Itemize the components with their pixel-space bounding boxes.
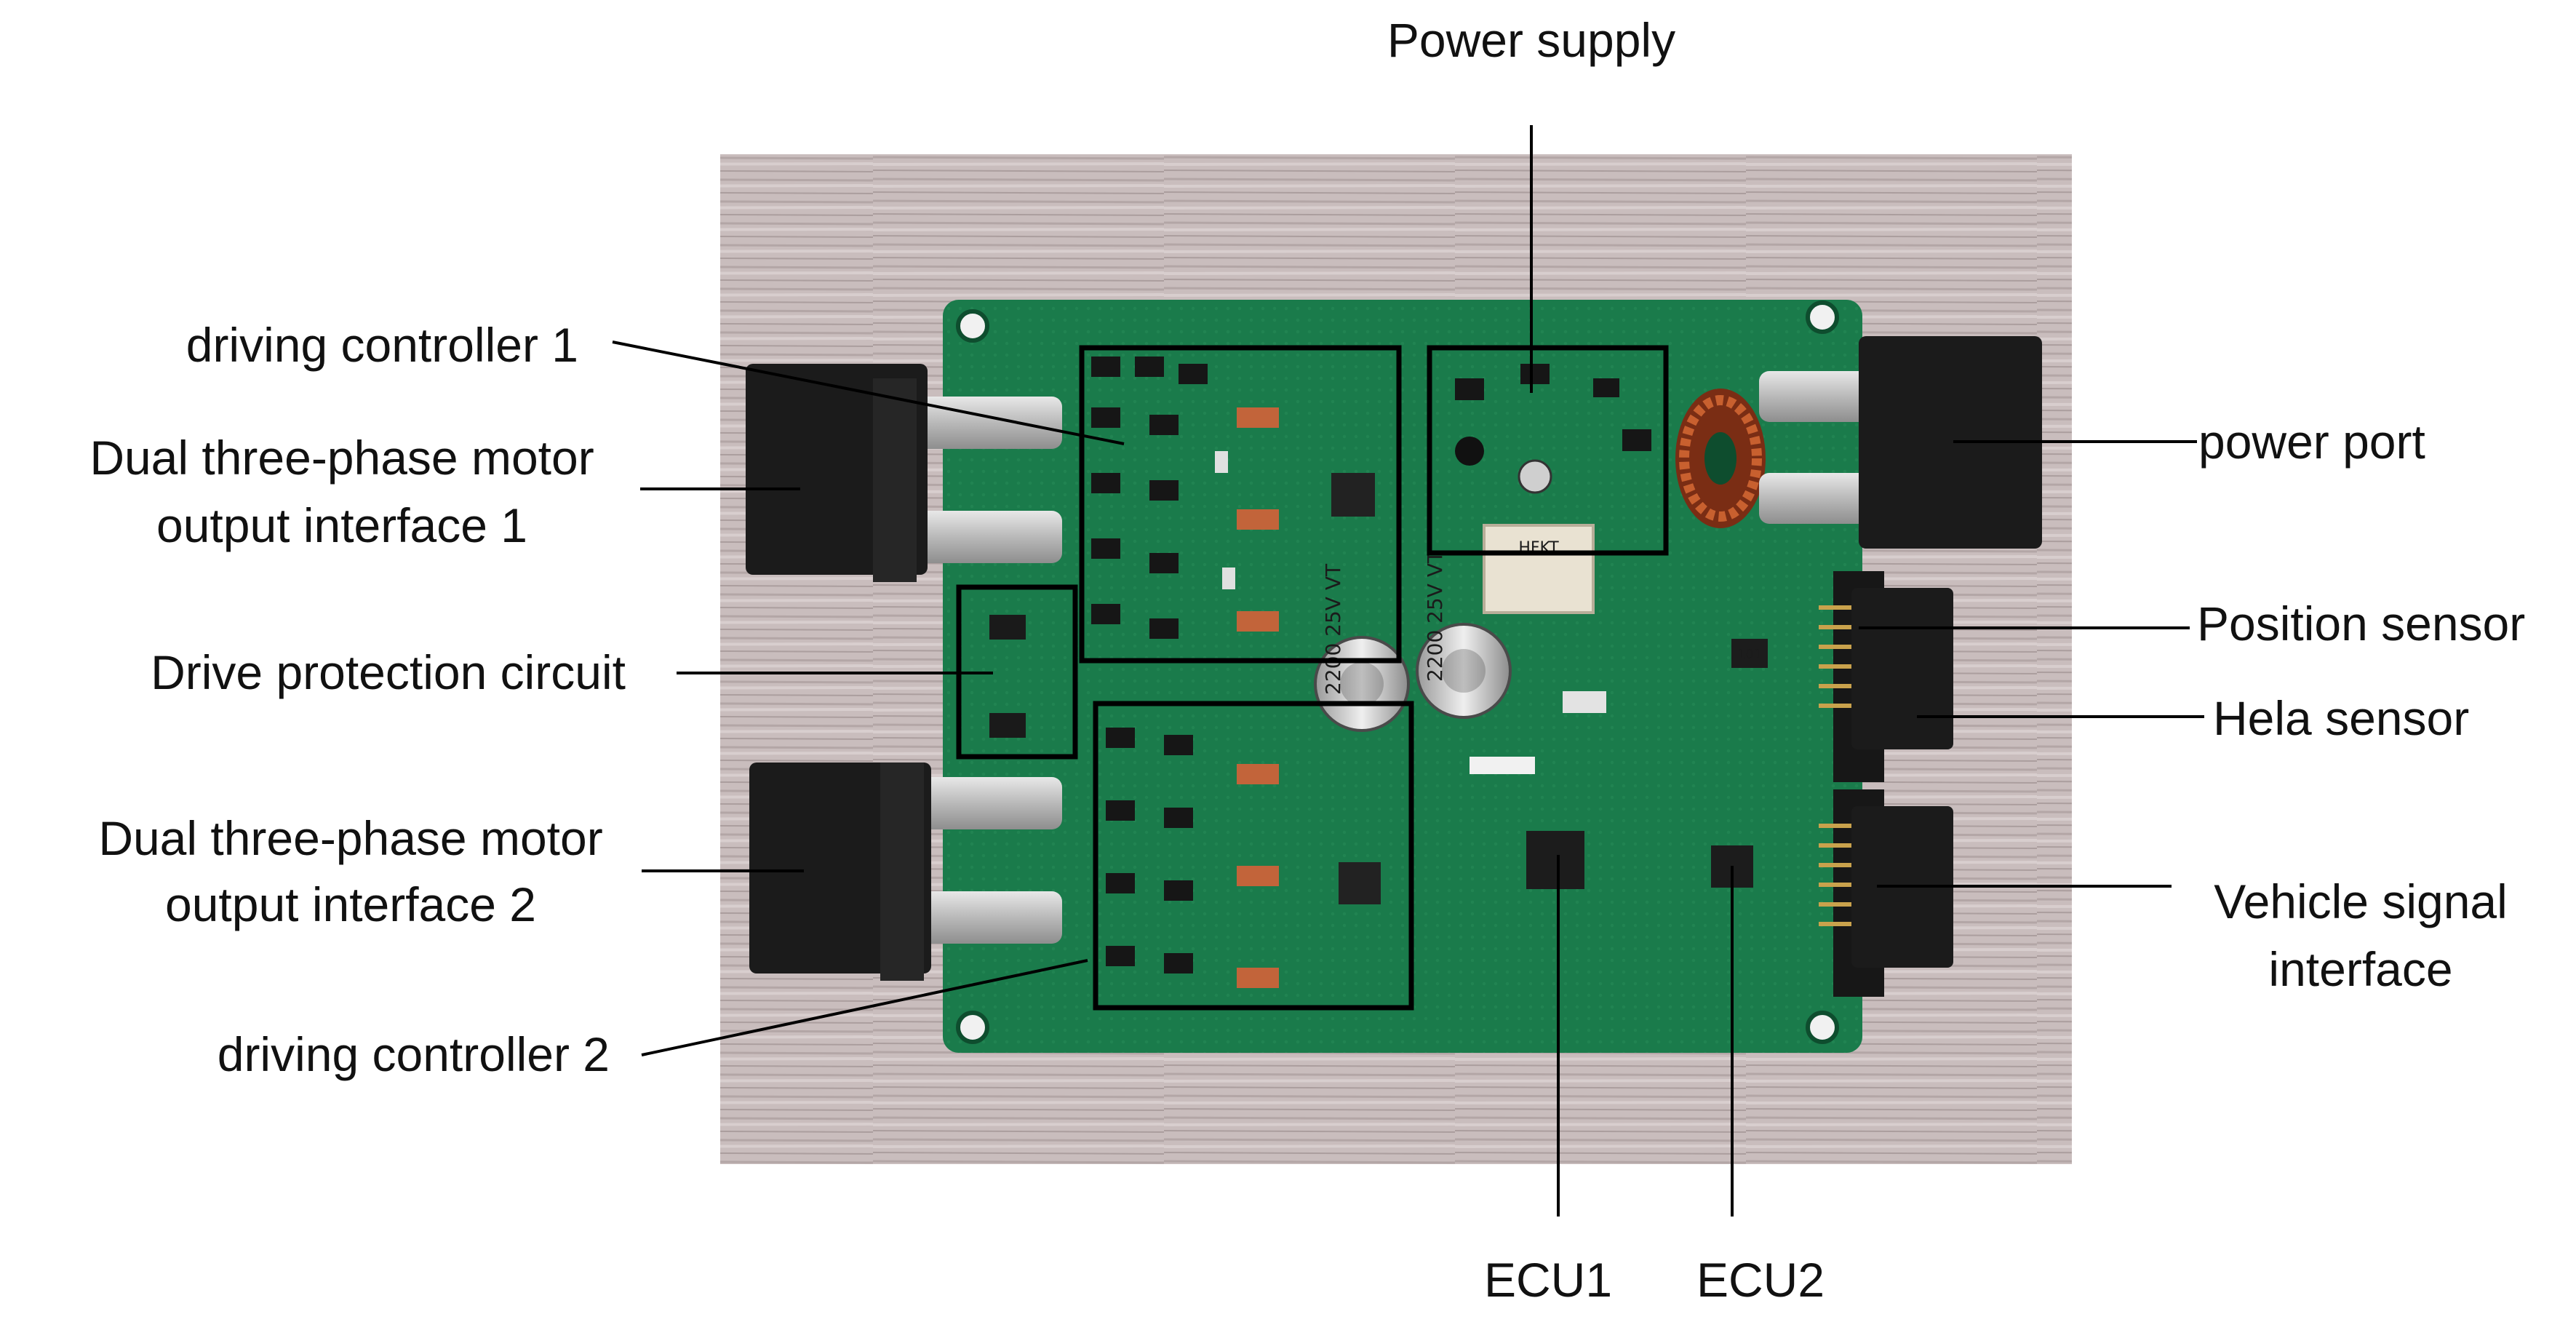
label-driving-controller-2: driving controller 2: [218, 1027, 610, 1081]
capacitor-1-text: 2200 25V VT: [1321, 563, 1345, 695]
driver-1-components: [1091, 357, 1375, 639]
vehicle-signal-connector: [1819, 789, 1953, 997]
label-driving-controller-1: driving controller 1: [186, 318, 578, 372]
protection-chip: [989, 615, 1026, 640]
label-vehicle-signal-line2: interface: [2268, 942, 2452, 996]
label-ecu1: ECU1: [1484, 1253, 1612, 1307]
power-port-connector: [1759, 336, 2042, 549]
label-ecu2: ECU2: [1696, 1253, 1825, 1307]
small-chip-101: [1731, 639, 1768, 668]
leader-driving-controller-2: [641, 959, 1088, 1056]
label-motor-interface-2-line1: Dual three-phase motor: [98, 811, 602, 865]
box-driving-controller-1: [1079, 345, 1402, 664]
label-position-sensor: Position sensor: [2197, 597, 2525, 650]
mounting-hole: [1806, 1011, 1839, 1044]
mounting-hole: [1806, 300, 1839, 334]
box-power-supply: [1427, 345, 1669, 556]
capacitor-2: 2200 25V VT: [1416, 550, 1512, 719]
small-chip: [1563, 691, 1606, 713]
label-drive-protection: Drive protection circuit: [151, 645, 626, 699]
leader-driving-controller-1: [612, 341, 1125, 445]
capacitor-2-text: 2200 25V VT: [1423, 550, 1447, 682]
ribbon-connector: [1470, 757, 1535, 774]
box-driving-controller-2: [1093, 701, 1414, 1011]
ecu1-chip: [1526, 831, 1584, 889]
mounting-hole: [956, 309, 989, 343]
mounting-hole: [956, 1011, 989, 1044]
label-power-port: power port: [2198, 415, 2425, 469]
label-motor-interface-1-line1: Dual three-phase motor: [89, 431, 594, 485]
power-supply-components: [1455, 364, 1651, 494]
chip-code-text: 101: [1737, 647, 1762, 662]
label-hela-sensor: Hela sensor: [2213, 691, 2469, 745]
relay: [1483, 524, 1595, 614]
label-motor-interface-2-line2: output interface 2: [165, 877, 536, 931]
motor-connector-2: [749, 762, 1062, 981]
driver-2-components: [1106, 728, 1381, 988]
motor-connector-1: [746, 364, 1062, 582]
label-power-supply: Power supply: [1387, 13, 1675, 67]
label-vehicle-signal-line1: Vehicle signal: [2214, 875, 2508, 928]
protection-chip: [989, 713, 1026, 738]
inductor: [1675, 389, 1766, 528]
label-motor-interface-1-line2: output interface 1: [156, 498, 527, 552]
